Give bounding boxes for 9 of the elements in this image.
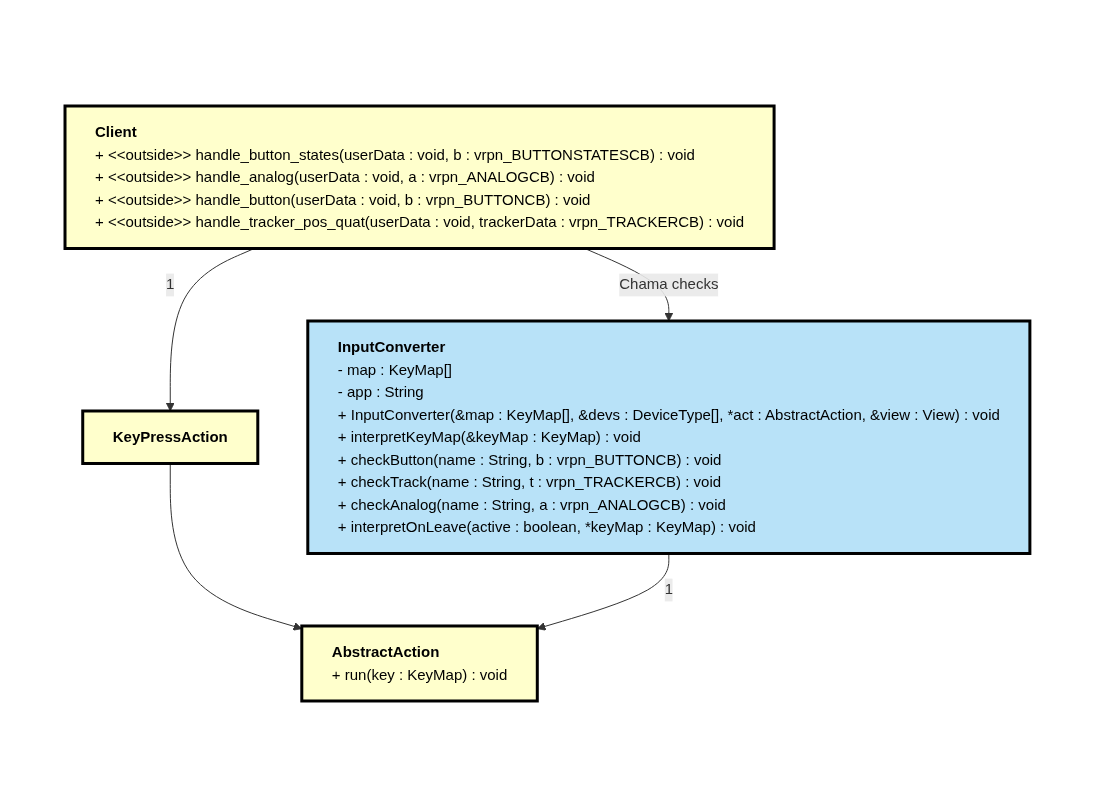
node-box: Client + <<outside>> handle_button_states(userData : void, b : vrpn_BUTTONSTATESCB) : void + <<outside>> handle_analog(userData : void, a : vrpn_ANALOGCB) : void + <<outside>> handle_button(userData : void, b : vrpn_BUTTONCB) : void + <<outside>> handle_tracker_pos_quat(userData : void, trackerData : vrpn_TRACKERCB) : void bbox=[63, 104, 776, 250]
arrow bbox=[169, 463, 302, 631]
node-box: AbstractAction + run(key : KeyMap) : void bbox=[299, 624, 539, 703]
node-box: KeyPressAction bbox=[80, 409, 259, 465]
edge-label: 1 bbox=[664, 580, 673, 598]
node-box: InputConverter - map : KeyMap[] - app : String + InputConverter(&map : KeyMap[], &devs : DeviceType[], *act : AbstractAction, &view : View) : void + interpretKeyMap(&keyMap : KeyMap) : void + checkButton(name : String, b : vrpn_BUTTONCB) : void + checkTrack(name : String, t : vrpn_TRACKERCB) : void + checkAnalog(name : String, a : vrpn_ANALOGCB) : void + interpretOnLeave(active : boolean, *keyMap : KeyMap) : void bbox=[305, 319, 1031, 555]
edge-label: 1 bbox=[165, 275, 174, 293]
edge-label: Chama checks bbox=[618, 275, 718, 293]
arrow bbox=[536, 553, 669, 631]
